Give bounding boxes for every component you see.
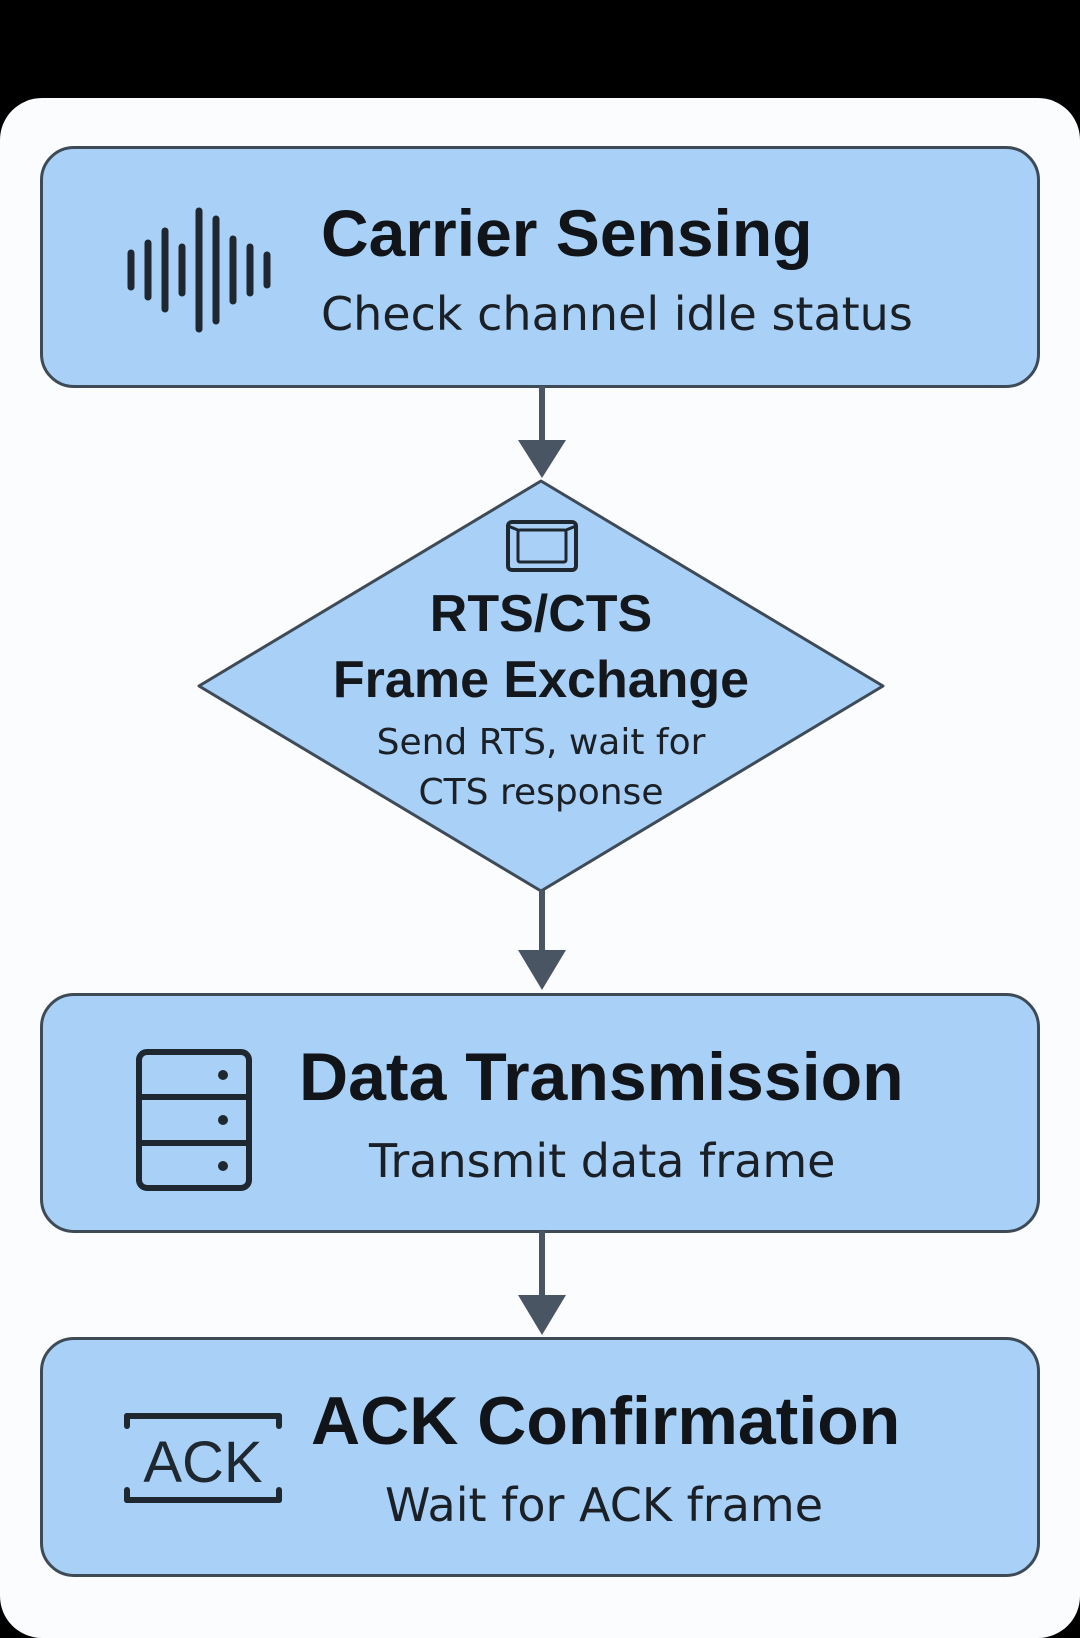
step-subtitle-line2: CTS response [418, 772, 664, 813]
step-subtitle-line1: Send RTS, wait for [376, 722, 706, 763]
ack-icon-label: ACK [143, 1430, 263, 1495]
step-data-transmission: Data Transmission Transmit data frame [40, 993, 1040, 1233]
step-ack-confirmation: ACK ACK Confirmation Wait for ACK frame [40, 1337, 1040, 1577]
step-subtitle: Transmit data frame [369, 1134, 836, 1188]
sound-wave-icon [127, 207, 271, 333]
step-subtitle: Wait for ACK frame [385, 1478, 824, 1532]
step-title-line2: Frame Exchange [332, 651, 750, 709]
ack-badge-icon: ACK [124, 1413, 282, 1503]
server-stack-icon [136, 1049, 252, 1191]
step-carrier-sensing: Carrier Sensing Check channel idle statu… [40, 146, 1040, 388]
flow-arrow [518, 890, 566, 990]
step-title: Data Transmission [299, 1039, 904, 1115]
frame-icon [506, 520, 578, 572]
flow-arrow [518, 1231, 566, 1335]
step-title: ACK Confirmation [311, 1383, 901, 1459]
step-title-line1: RTS/CTS [429, 585, 653, 643]
flow-arrow [518, 386, 566, 478]
step-title: Carrier Sensing [321, 196, 813, 270]
step-subtitle: Check channel idle status [321, 287, 913, 341]
